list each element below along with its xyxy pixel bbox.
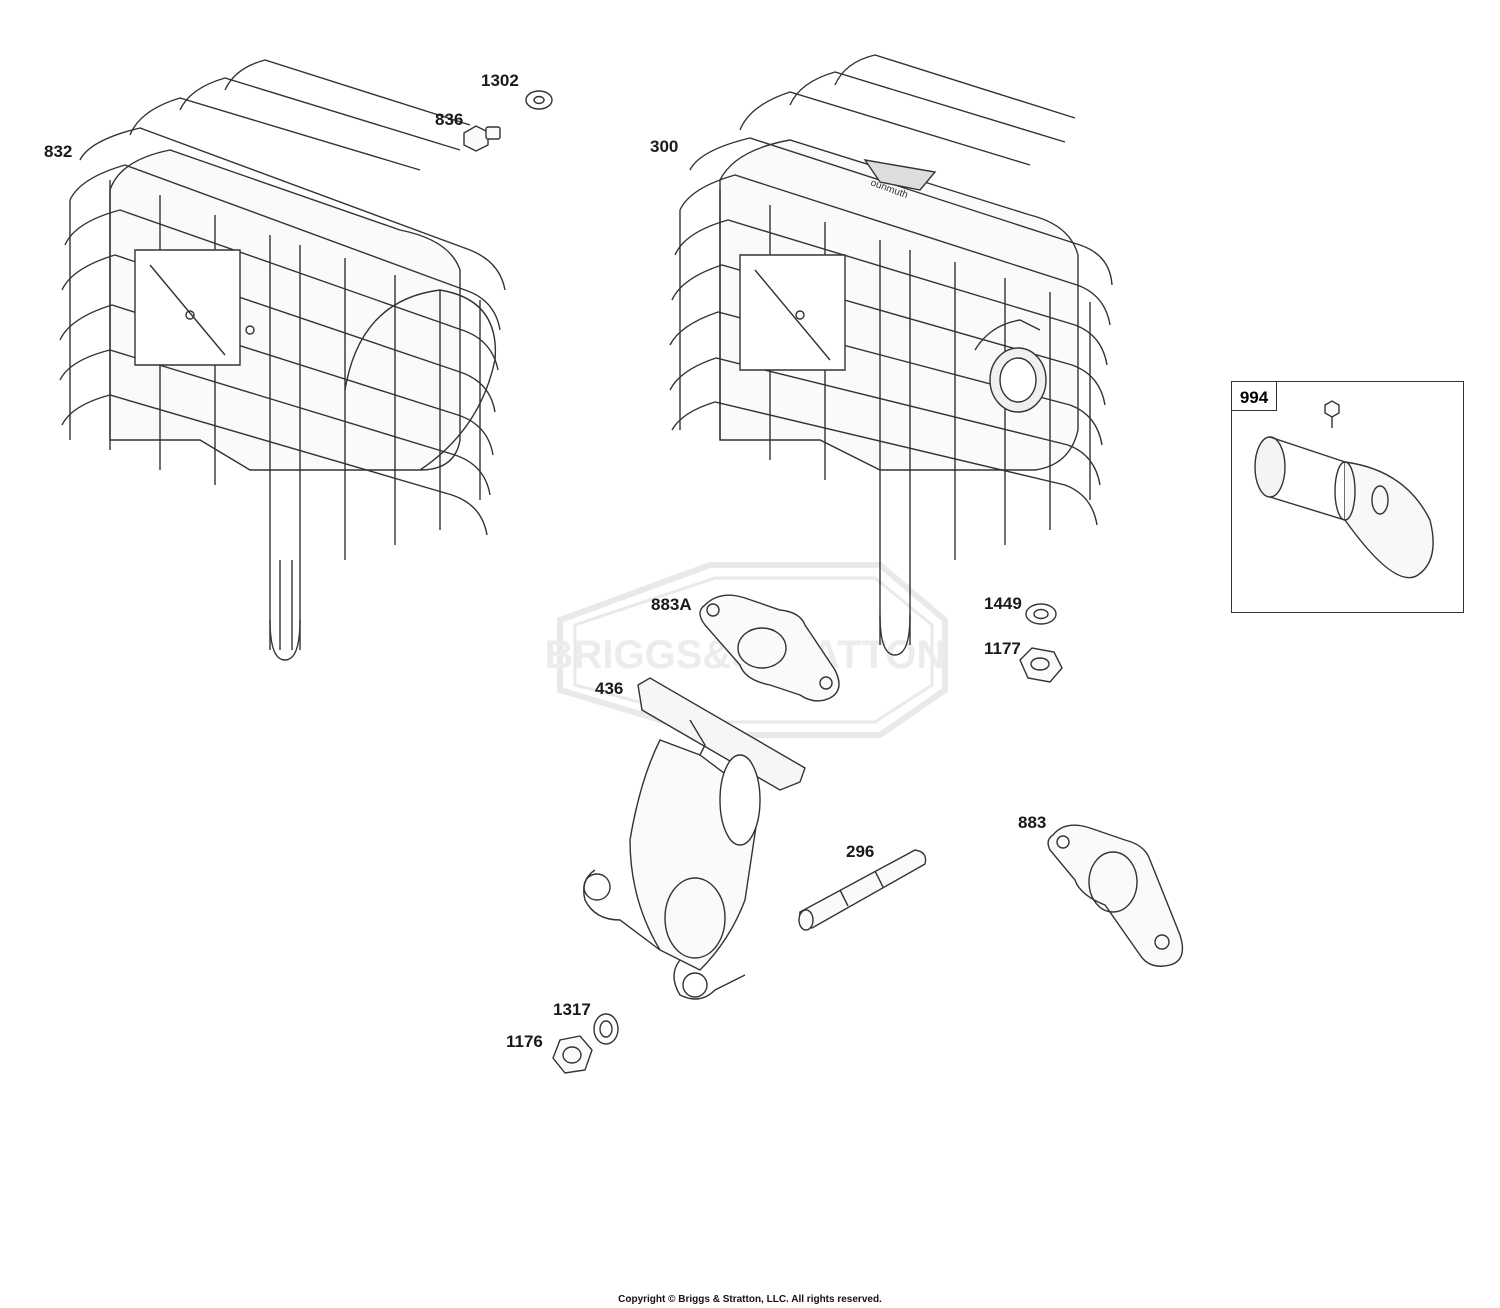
muffler-assembly-right: ounmuth bbox=[670, 55, 1112, 655]
part-label-832: 832 bbox=[44, 142, 73, 161]
washer-1317 bbox=[594, 1014, 618, 1044]
part-label-1449: 1449 bbox=[984, 594, 1022, 613]
gasket-883 bbox=[1048, 825, 1182, 966]
part-label-300: 300 bbox=[650, 137, 679, 156]
exhaust-manifold-436 bbox=[584, 678, 805, 999]
muffler-guard-left bbox=[60, 60, 505, 660]
copyright-notice: Copyright © Briggs & Stratton, LLC. All … bbox=[618, 1294, 882, 1305]
inset-frame bbox=[1231, 381, 1464, 613]
part-label-1177: 1177 bbox=[984, 639, 1021, 658]
part-label-436: 436 bbox=[595, 679, 624, 698]
washer-1449 bbox=[1026, 604, 1056, 624]
part-label-296: 296 bbox=[846, 842, 875, 861]
part-label-836: 836 bbox=[435, 110, 464, 129]
part-label-1302: 1302 bbox=[481, 71, 519, 90]
part-label-883: 883 bbox=[1018, 813, 1047, 832]
part-label-1317: 1317 bbox=[553, 1000, 591, 1019]
part-label-1176: 1176 bbox=[506, 1032, 543, 1051]
inset-label-box: 994 bbox=[1231, 381, 1277, 411]
bolt-836 bbox=[464, 126, 500, 151]
spark-arrestor-994 bbox=[1255, 401, 1433, 578]
gasket-883A bbox=[700, 595, 839, 701]
stud-296 bbox=[799, 850, 926, 930]
nut-1176 bbox=[553, 1036, 592, 1073]
part-label-883A: 883A bbox=[651, 595, 692, 614]
washer-1302 bbox=[526, 91, 552, 109]
nut-1177 bbox=[1020, 648, 1062, 682]
part-label-994: 994 bbox=[1239, 388, 1269, 407]
